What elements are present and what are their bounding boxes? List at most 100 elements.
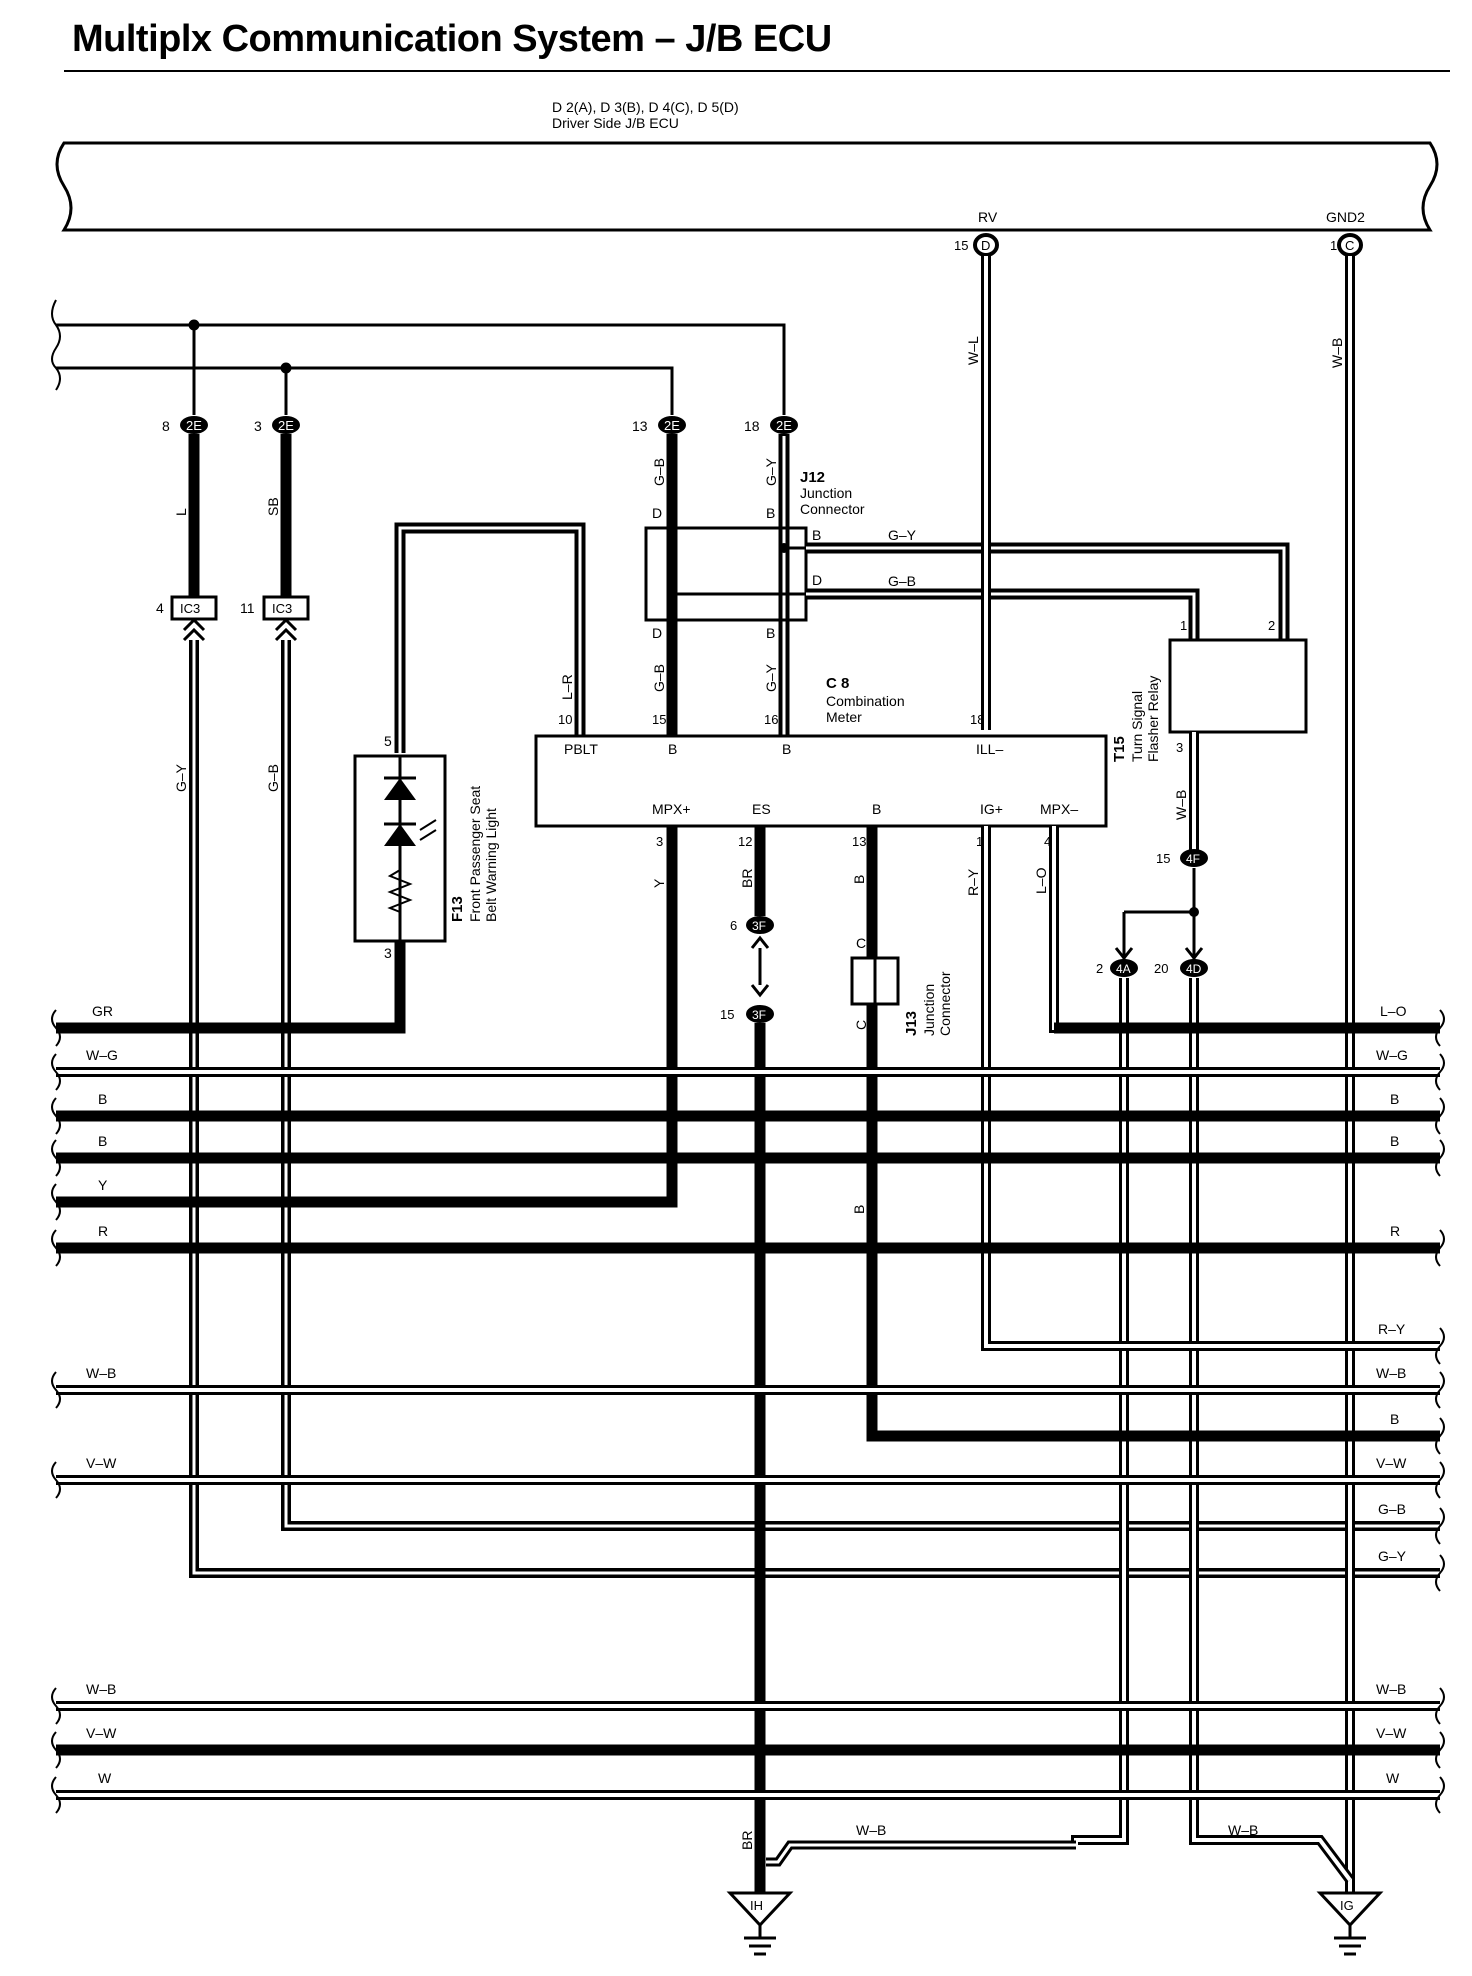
bus-labels-left: GR W–G B B Y R W–B V–W W–B V–W W <box>86 1003 118 1786</box>
top-feeds <box>51 299 786 415</box>
f13-id: F13 <box>449 896 466 922</box>
rv-conn-pin: 15 <box>954 238 968 253</box>
j12-line2: Connector <box>800 501 865 517</box>
wire-label-gb-left: G–B <box>265 764 281 792</box>
wire-label-gb-mid: G–B <box>651 664 667 692</box>
j12-term: D <box>812 572 822 588</box>
f13-line1: Front Passenger Seat <box>467 786 483 922</box>
ground-ig: W–B IG <box>1228 1822 1384 1956</box>
ic3-code: IC3 <box>180 601 200 616</box>
rv-conn-code: D <box>981 238 990 253</box>
ground-wire-label: W–B <box>1228 1822 1258 1838</box>
ground-code: IH <box>750 1898 763 1913</box>
j13-junction-connector: C C J13 Junction Connector <box>850 935 953 1036</box>
bus-label: Y <box>98 1177 108 1193</box>
f13-belt-warning-light: 5 3 F13 Front Passenger Seat Belt Warnin… <box>56 522 586 1034</box>
ground-wire-label: W–B <box>856 1822 886 1838</box>
connector-pin: 6 <box>730 918 737 933</box>
t15-id: T15 <box>1111 736 1128 762</box>
t15-line2: Flasher Relay <box>1145 676 1161 762</box>
j12-term: B <box>812 527 821 543</box>
wire-label-gy-mid: G–Y <box>763 663 779 692</box>
t15-pin: 2 <box>1268 618 1275 633</box>
c8-pin-label: B <box>782 741 791 757</box>
c8-line1: Combination <box>826 693 905 709</box>
t15-flasher-relay: 1 2 3 T15 Turn Signal Flasher Relay W–B <box>1111 618 1308 852</box>
connector-code: 2E <box>776 418 792 433</box>
connector-2e-group: 2E 8 2E 3 2E 13 2E 18 <box>162 416 798 434</box>
c8-pin-num: 16 <box>764 712 778 727</box>
bus-label: G–B <box>1378 1501 1406 1517</box>
c8-pin-label: MPX– <box>1040 801 1078 817</box>
bus-label: W–B <box>1376 1365 1406 1381</box>
f13-line2: Belt Warning Light <box>483 808 499 922</box>
bus-label: B <box>98 1133 107 1149</box>
connector-2e-3: 2E 3 <box>254 416 300 434</box>
jb-ecu: D 2(A), D 3(B), D 4(C), D 5(D) Driver Si… <box>55 99 1439 232</box>
t15-line1: Turn Signal <box>1129 691 1145 762</box>
ground-code: IG <box>1340 1898 1354 1913</box>
wire-label-gy-left: G–Y <box>173 763 189 792</box>
bus-label: V–W <box>86 1455 117 1471</box>
bus-label: V–W <box>1376 1725 1407 1741</box>
c8-pin-num: 3 <box>656 834 663 849</box>
c8-pin-label: B <box>668 741 677 757</box>
j13-line1: Junction <box>921 984 937 1036</box>
connector-2e-8: 2E 8 <box>162 416 208 434</box>
wire-label-gy: G–Y <box>888 527 917 543</box>
j12-junction-connector: J12 Junction Connector D B B D D B <box>644 469 865 641</box>
ground-ih: W–B BR IH <box>726 1822 1076 1956</box>
t15-pin: 3 <box>1176 740 1183 755</box>
bus-label: V–W <box>86 1725 117 1741</box>
j12-term: B <box>766 625 775 641</box>
connector-pin: 2 <box>1096 961 1103 976</box>
jb-ecu-connectors: D 2(A), D 3(B), D 4(C), D 5(D) <box>552 99 739 115</box>
j12-term: B <box>766 505 775 521</box>
c8-pin-label: ILL– <box>976 741 1003 757</box>
j13-term-bottom: C <box>853 1020 869 1030</box>
wire-label-ry: R–Y <box>965 868 981 896</box>
c8-line2: Meter <box>826 709 862 725</box>
wire-label-b-c8: B <box>851 875 867 884</box>
bus-label: W–G <box>86 1047 118 1063</box>
connector-code: 4D <box>1186 962 1202 976</box>
c8-pin-num: 12 <box>738 834 752 849</box>
bus-label: GR <box>92 1003 113 1019</box>
bus-label: R <box>98 1223 108 1239</box>
wire-label-wb-t15: W–B <box>1173 790 1189 820</box>
title-rule <box>64 70 1450 72</box>
c8-bottom-wires: Y BR 3F 6 3F 15 B B R–Y L–O <box>56 826 1440 1893</box>
pin-gnd2: GND2 <box>1326 209 1365 225</box>
pin-rv: RV <box>978 209 998 225</box>
c8-pin-label: MPX+ <box>652 801 691 817</box>
wire-label-y: Y <box>651 878 667 888</box>
j12-id: J12 <box>800 469 825 486</box>
bus-label: R–Y <box>1378 1321 1406 1337</box>
bus-label: L–O <box>1380 1003 1407 1019</box>
connector-pin: 15 <box>720 1007 734 1022</box>
f13-pin-bottom: 3 <box>384 945 392 961</box>
connector-pin: 20 <box>1154 961 1168 976</box>
j12-term: D <box>652 505 662 521</box>
ic3-code: IC3 <box>272 601 292 616</box>
wire-label-wb-gnd2: W–B <box>1329 338 1345 368</box>
ground-wire-label: BR <box>739 1831 755 1850</box>
wire-label-br: BR <box>739 869 755 888</box>
connector-pin: 8 <box>162 418 170 434</box>
bus-label: B <box>1390 1091 1399 1107</box>
wire-label-wl: W–L <box>965 336 981 365</box>
connector-code: 2E <box>186 418 202 433</box>
j12-line1: Junction <box>800 485 852 501</box>
connector-pin: 13 <box>632 418 648 434</box>
bus-label: W–B <box>86 1681 116 1697</box>
bus-label: W <box>1386 1770 1400 1786</box>
wire-label-sb: SB <box>265 497 281 516</box>
bus-wires <box>51 1009 1445 1814</box>
t15-pin: 1 <box>1180 618 1187 633</box>
c8-pin-label: ES <box>752 801 771 817</box>
connector-pin: 3 <box>254 418 262 434</box>
c8-pin-label: IG+ <box>980 801 1003 817</box>
bus-label: W–B <box>1376 1681 1406 1697</box>
connector-code: 3F <box>752 919 766 933</box>
bus-label: W–B <box>86 1365 116 1381</box>
